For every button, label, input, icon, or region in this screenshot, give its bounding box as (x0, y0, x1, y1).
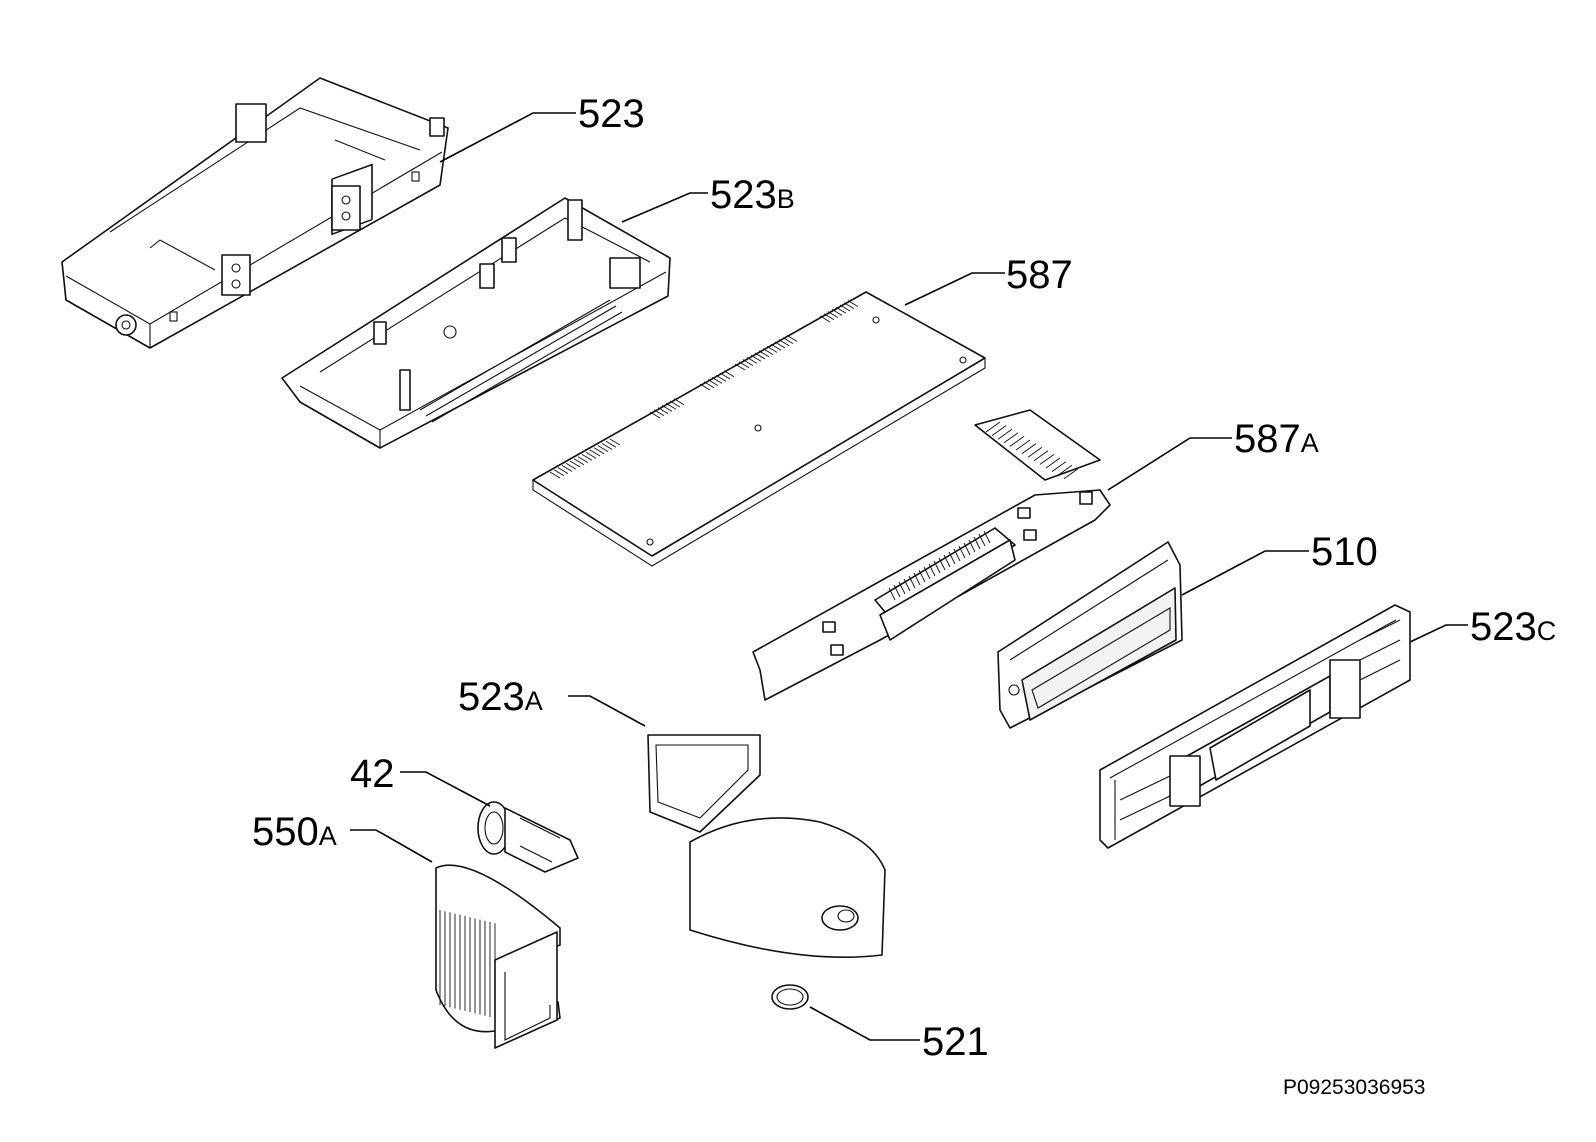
callout-587a: 587A (1234, 417, 1319, 461)
leader-lines (350, 112, 1468, 1041)
pcb-traces (549, 300, 859, 479)
part-587a-control-board[interactable] (752, 409, 1111, 701)
part-510-display-panel[interactable] (997, 541, 1183, 729)
part-523-housing[interactable] (61, 77, 449, 349)
part-523a-side-cover[interactable] (647, 734, 886, 958)
callout-510: 510 (1311, 530, 1378, 574)
callout-523b: 523B (710, 173, 795, 217)
part-587-circuit-board[interactable] (532, 291, 986, 567)
callout-587: 587 (1006, 253, 1073, 297)
part-523c-front-frame[interactable] (1099, 604, 1411, 849)
bracket-ribs (439, 910, 496, 1019)
part-550a-bracket[interactable] (435, 864, 561, 1049)
callout-523a: 523A (458, 675, 543, 719)
callout-523: 523 (578, 92, 645, 136)
callout-550a: 550A (252, 810, 337, 854)
ribbon-cable (985, 421, 1079, 480)
board-connector-pins (888, 530, 991, 601)
part-521-ring[interactable] (771, 984, 809, 1010)
part-523b-frame[interactable] (281, 197, 671, 449)
diagram-reference-code: P09253036953 (1283, 1076, 1425, 1099)
callout-523c: 523C (1470, 605, 1556, 649)
callout-42: 42 (350, 752, 395, 796)
part-42-connector[interactable] (477, 801, 579, 873)
callout-521: 521 (922, 1020, 989, 1064)
